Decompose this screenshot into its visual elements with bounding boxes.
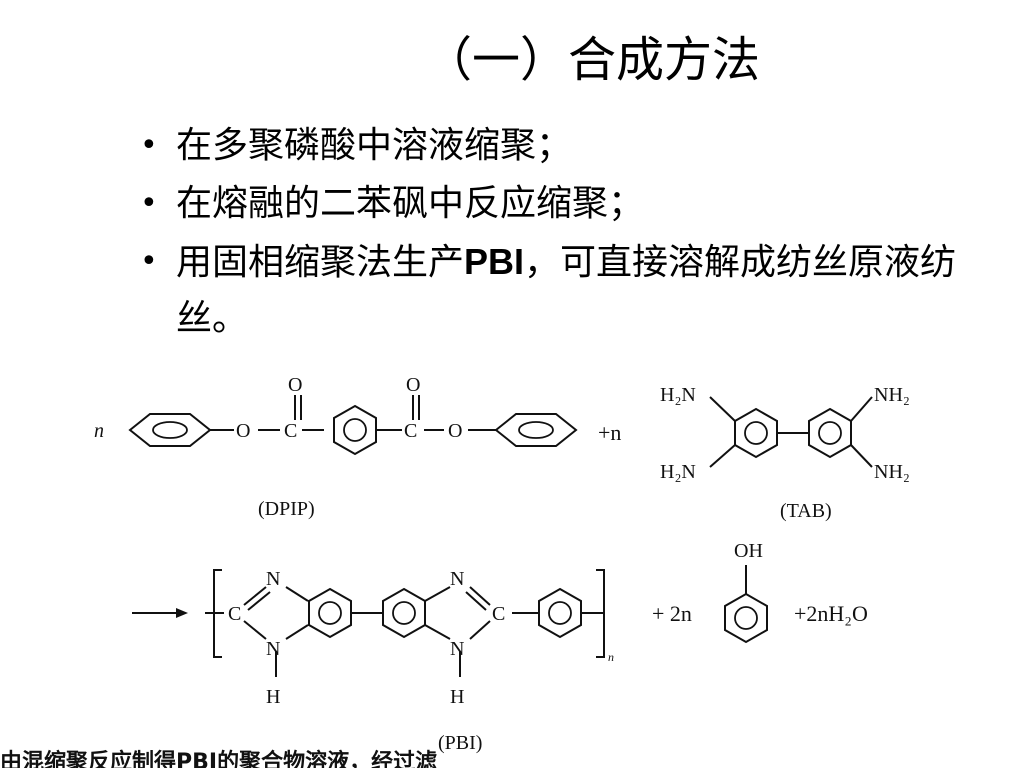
atom-o: O xyxy=(236,420,250,442)
footer-text-fragment: 由混缩聚反应制得PBI的聚合物溶液，经过滤 xyxy=(0,750,438,768)
phenol-coefficient: + 2n xyxy=(652,601,692,626)
atom-h: H xyxy=(450,686,464,708)
bullet-item: • 用固相缩聚法生产PBI，可直接溶解成纺丝原液纺丝。 xyxy=(140,234,1000,347)
tab-amine-group: NH₂ xyxy=(874,384,910,406)
bullet-text: 在多聚磷酸中溶液缩聚； xyxy=(176,125,573,166)
atom-c: C xyxy=(284,420,297,442)
atom-c: C xyxy=(492,603,505,625)
bullet-text: 在熔融的二苯砜中反应缩聚； xyxy=(176,183,645,224)
tab-molecule xyxy=(709,396,873,468)
atom-o: O xyxy=(406,374,420,396)
slide-title: （一）合成方法 xyxy=(423,32,760,88)
bullet-dot-icon: • xyxy=(140,186,158,221)
bullet-text-latin: PBI xyxy=(464,241,525,282)
reaction-arrow-icon xyxy=(132,608,188,618)
dpip-coefficient: n xyxy=(94,420,104,442)
bullet-list: • 在多聚磷酸中溶液缩聚； • 在熔融的二苯砜中反应缩聚； • 用固相缩聚法生产… xyxy=(140,118,1000,349)
pbi-label: (PBI) xyxy=(438,732,482,754)
plus-n-label: +n xyxy=(598,420,621,445)
atom-n: N xyxy=(266,568,280,590)
tab-amine-group: H₂N xyxy=(660,384,696,406)
reaction-scheme: n O C O C O O (DPIP) +n H₂N H₂N NH₂ NH₂ … xyxy=(0,355,1024,768)
bullet-text: 用固相缩聚法生产 xyxy=(176,242,465,283)
bullet-dot-icon: • xyxy=(140,128,158,163)
atom-h: H xyxy=(266,686,280,708)
tab-label: (TAB) xyxy=(780,500,832,522)
bullet-item: • 在多聚磷酸中溶液缩聚； xyxy=(140,118,1000,174)
phenol-molecule xyxy=(724,565,768,643)
phenol-hydroxyl: OH xyxy=(734,540,763,562)
tab-amine-group: H₂N xyxy=(660,461,696,483)
bullet-item: • 在熔融的二苯砜中反应缩聚； xyxy=(140,176,1000,232)
atom-c: C xyxy=(404,420,417,442)
atom-n: N xyxy=(450,568,464,590)
bullet-text: ，可直接溶解成纺丝原液纺丝。 xyxy=(176,242,957,339)
atom-c: C xyxy=(228,603,241,625)
reaction-scheme-svg: n O C O C O O (DPIP) +n H₂N H₂N NH₂ NH₂ … xyxy=(94,374,910,754)
water-byproduct: +2nH₂O xyxy=(794,601,868,626)
tab-amine-group: NH₂ xyxy=(874,461,910,483)
dpip-label: (DPIP) xyxy=(258,498,315,520)
atom-n: N xyxy=(450,638,464,660)
atom-o: O xyxy=(288,374,302,396)
atom-o: O xyxy=(448,420,462,442)
atom-n: N xyxy=(266,638,280,660)
bullet-dot-icon: • xyxy=(140,244,158,279)
pbi-repeat-unit xyxy=(205,569,605,677)
pbi-subscript: n xyxy=(608,650,614,664)
dpip-molecule xyxy=(129,395,577,455)
